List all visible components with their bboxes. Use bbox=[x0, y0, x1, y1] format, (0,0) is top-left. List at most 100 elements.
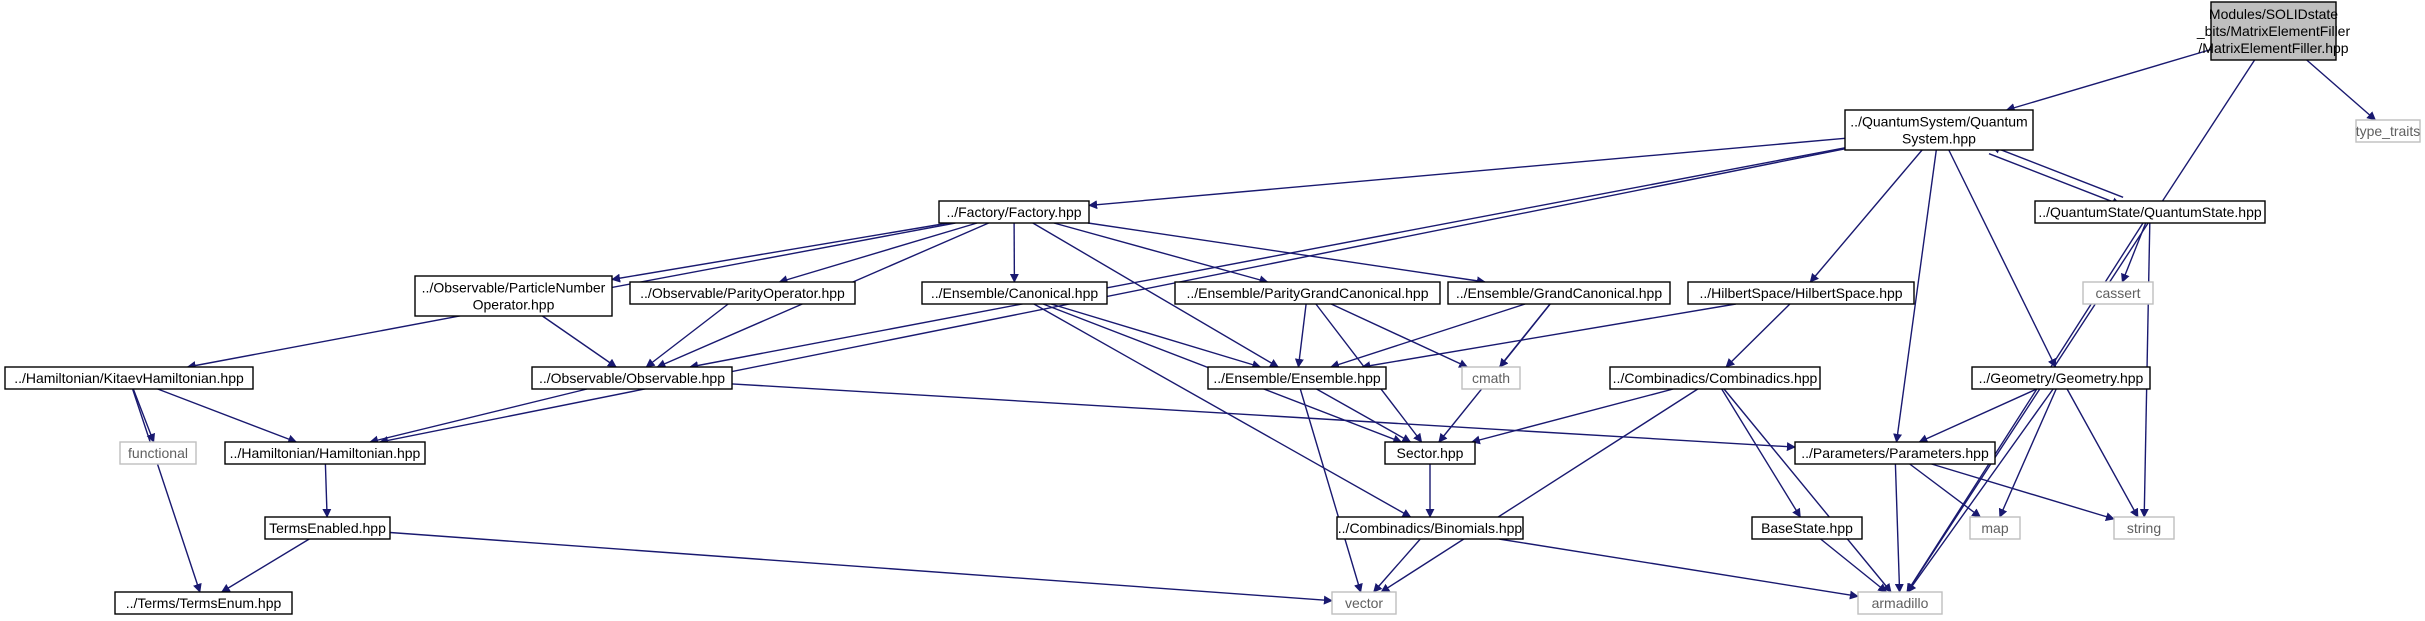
node-ensemble[interactable]: ../Ensemble/Ensemble.hpp bbox=[1207, 366, 1387, 390]
node-hilbertspace[interactable]: ../HilbertSpace/HilbertSpace.hpp bbox=[1687, 281, 1915, 305]
node-label: map bbox=[1981, 520, 2008, 536]
edge-quantumsystem-to-quantumstate bbox=[1988, 153, 2122, 206]
node-box bbox=[2355, 119, 2421, 143]
node-label: ../Hamiltonian/Hamiltonian.hpp bbox=[230, 445, 421, 461]
node-box bbox=[1384, 441, 1476, 465]
edge-kitaev-to-functional bbox=[132, 388, 155, 443]
node-box bbox=[1207, 366, 1387, 390]
node-type_traits: type_traits bbox=[2355, 119, 2421, 143]
node-label: ../Geometry/Geometry.hpp bbox=[1979, 370, 2144, 386]
edge-factory-to-parity bbox=[778, 222, 978, 284]
node-termsenum[interactable]: ../Terms/TermsEnum.hpp bbox=[114, 591, 293, 615]
node-parity[interactable]: ../Observable/ParityOperator.hpp bbox=[629, 281, 856, 305]
node-quantumstate[interactable]: ../QuantumState/QuantumState.hpp bbox=[2034, 200, 2266, 224]
edge-hamiltonian-to-termsenabled bbox=[322, 463, 332, 518]
node-basestate[interactable]: BaseState.hpp bbox=[1751, 516, 1863, 540]
file-nodes: Modules/SOLIDstate_bits/MatrixElementFil… bbox=[4, 1, 2421, 615]
node-label: Modules/SOLIDstate bbox=[2209, 6, 2338, 22]
node-box bbox=[1447, 281, 1671, 305]
node-cmath: cmath bbox=[1461, 366, 1521, 390]
edge-termsenabled-to-vector bbox=[389, 531, 1333, 605]
node-label: _bits/MatrixElementFiller bbox=[2196, 23, 2351, 39]
node-label: ../Factory/Factory.hpp bbox=[946, 204, 1081, 220]
edge-quantumsystem-to-factory bbox=[1088, 137, 1846, 210]
node-box bbox=[1609, 366, 1821, 390]
node-box bbox=[264, 516, 391, 540]
edge-ensemble-to-vector bbox=[1299, 388, 1363, 593]
node-parameters[interactable]: ../Parameters/Parameters.hpp bbox=[1794, 441, 1996, 465]
node-label: ../Observable/ParticleNumber bbox=[422, 280, 606, 296]
edge-observable-to-parameters bbox=[731, 383, 1796, 452]
node-label: ../Ensemble/GrandCanonical.hpp bbox=[1456, 285, 1662, 301]
node-label: ../QuantumState/QuantumState.hpp bbox=[2038, 204, 2262, 220]
node-label: ../Ensemble/Canonical.hpp bbox=[931, 285, 1099, 301]
node-observable[interactable]: ../Observable/Observable.hpp bbox=[531, 366, 733, 390]
node-box bbox=[1857, 591, 1943, 615]
node-label: ../Terms/TermsEnum.hpp bbox=[126, 595, 282, 611]
node-termsenabled[interactable]: TermsEnabled.hpp bbox=[264, 516, 391, 540]
edge-grandcanonical-to-ensemble bbox=[1330, 303, 1526, 369]
edge-geometry-to-string bbox=[2066, 388, 2139, 518]
edge-geometry-to-map bbox=[1998, 388, 2057, 518]
edge-observable-to-hamiltonian bbox=[369, 388, 588, 445]
edge-quantumsystem-to-observable bbox=[689, 147, 1846, 370]
node-kitaev[interactable]: ../Hamiltonian/KitaevHamiltonian.hpp bbox=[4, 366, 254, 390]
edge-factory-to-particlenumber bbox=[611, 222, 949, 283]
node-box bbox=[2113, 516, 2175, 540]
node-label: cmath bbox=[1472, 370, 1510, 386]
node-label: /MatrixElementFiller.hpp bbox=[2198, 40, 2348, 56]
node-label: Operator.hpp bbox=[473, 297, 555, 313]
node-box bbox=[1461, 366, 1521, 390]
node-cassert: cassert bbox=[2082, 281, 2154, 305]
edge-parameters-to-armadillo bbox=[1894, 463, 1904, 593]
edge-parity-to-observable bbox=[645, 303, 729, 368]
node-box bbox=[1751, 516, 1863, 540]
node-binomials[interactable]: ../Combinadics/Binomials.hpp bbox=[1336, 516, 1524, 540]
node-box bbox=[1687, 281, 1915, 305]
edge-parameters-to-map bbox=[1909, 463, 1982, 518]
node-vector: vector bbox=[1331, 591, 1397, 615]
edge-quantumsystem-to-parameters bbox=[1893, 149, 1937, 443]
edge-quantumsystem-to-hilbertspace bbox=[1809, 149, 1923, 283]
node-label: ../Combinadics/Combinadics.hpp bbox=[1613, 370, 1818, 386]
node-label: ../Parameters/Parameters.hpp bbox=[1801, 445, 1989, 461]
edge-paritygc-to-cmath bbox=[1330, 303, 1469, 368]
node-label: functional bbox=[128, 445, 188, 461]
node-string: string bbox=[2113, 516, 2175, 540]
edge-ensemble-to-sector bbox=[1316, 388, 1412, 443]
node-label: type_traits bbox=[2356, 123, 2421, 139]
node-label: ../Combinadics/Binomials.hpp bbox=[1338, 520, 1523, 536]
node-hamiltonian[interactable]: ../Hamiltonian/Hamiltonian.hpp bbox=[224, 441, 426, 465]
node-canonical[interactable]: ../Ensemble/Canonical.hpp bbox=[921, 281, 1108, 305]
edge-combinadics-to-basestate bbox=[1721, 388, 1801, 518]
node-label: TermsEnabled.hpp bbox=[269, 520, 386, 536]
node-box bbox=[1331, 591, 1397, 615]
node-quantumsystem[interactable]: ../QuantumSystem/QuantumSystem.hpp bbox=[1844, 109, 2034, 151]
edge-root-to-quantumsystem bbox=[2005, 48, 2212, 113]
node-label: ../HilbertSpace/HilbertSpace.hpp bbox=[1699, 285, 1902, 301]
node-paritygc[interactable]: ../Ensemble/ParityGrandCanonical.hpp bbox=[1174, 281, 1441, 305]
node-grandcanonical[interactable]: ../Ensemble/GrandCanonical.hpp bbox=[1447, 281, 1671, 305]
node-geometry[interactable]: ../Geometry/Geometry.hpp bbox=[1971, 366, 2151, 390]
node-label: cassert bbox=[2095, 285, 2140, 301]
edge-quantumsystem-to-geometry bbox=[1948, 149, 2057, 368]
node-box bbox=[119, 441, 197, 465]
node-box bbox=[414, 275, 613, 317]
edge-parameters-to-string bbox=[1931, 463, 2115, 521]
node-root[interactable]: Modules/SOLIDstate_bits/MatrixElementFil… bbox=[2196, 1, 2351, 61]
node-box bbox=[1844, 109, 2034, 151]
node-combinadics[interactable]: ../Combinadics/Combinadics.hpp bbox=[1609, 366, 1821, 390]
node-box bbox=[938, 200, 1090, 224]
node-label: ../Observable/ParityOperator.hpp bbox=[640, 285, 845, 301]
edge-paritygc-to-ensemble bbox=[1294, 303, 1307, 368]
node-box bbox=[921, 281, 1108, 305]
edge-kitaev-to-termsenum bbox=[131, 388, 202, 593]
node-box bbox=[629, 281, 856, 305]
node-box bbox=[2210, 1, 2337, 61]
edge-basestate-to-armadillo bbox=[1820, 538, 1888, 593]
node-sector[interactable]: Sector.hpp bbox=[1384, 441, 1476, 465]
node-factory[interactable]: ../Factory/Factory.hpp bbox=[938, 200, 1090, 224]
node-box bbox=[531, 366, 733, 390]
